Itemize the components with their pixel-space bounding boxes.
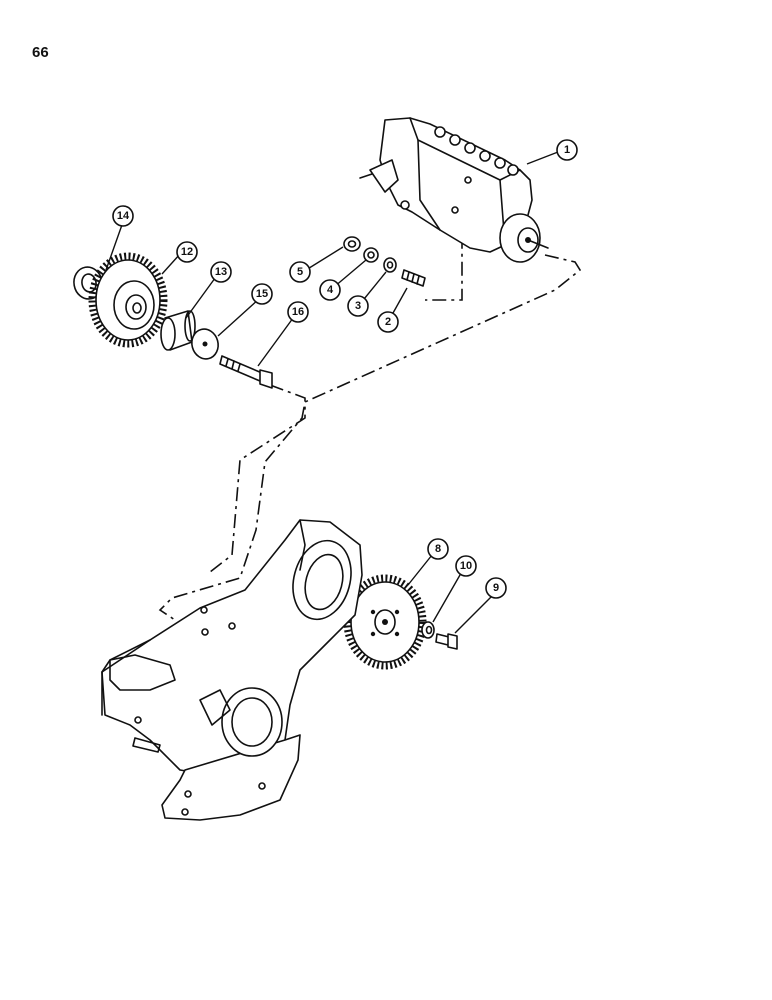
callout-5-label: 5 — [297, 266, 303, 278]
callout-2-label: 2 — [385, 316, 391, 328]
callout-8: 8 — [427, 538, 449, 560]
callout-1-label: 1 — [564, 144, 570, 156]
callout-12: 12 — [176, 241, 198, 263]
callout-12-label: 12 — [181, 246, 193, 258]
callout-3-label: 3 — [355, 300, 361, 312]
washer-10 — [421, 621, 435, 639]
pump-delivery-valves — [434, 126, 519, 176]
idler-gear-12 — [88, 252, 168, 348]
callout-5: 5 — [289, 261, 311, 283]
callout-3: 3 — [347, 295, 369, 317]
washer-15 — [191, 328, 219, 360]
callout-14: 14 — [112, 205, 134, 227]
pump-drive-flange — [499, 213, 549, 263]
bolt-16 — [219, 355, 273, 389]
callout-16: 16 — [287, 301, 309, 323]
injection-pump — [359, 117, 549, 263]
page-number: 66 — [32, 44, 49, 61]
callout-16-label: 16 — [292, 306, 304, 318]
callout-13: 13 — [210, 261, 232, 283]
callout-8-label: 8 — [435, 543, 441, 555]
washer-3 — [383, 257, 397, 273]
callout-13-label: 13 — [215, 266, 227, 278]
callout-14-label: 14 — [117, 210, 130, 222]
callout-10: 10 — [455, 555, 477, 577]
callout-4-label: 4 — [327, 284, 334, 296]
lockwasher-4 — [363, 247, 379, 263]
callout-9-label: 9 — [493, 582, 499, 594]
callout-10-label: 10 — [460, 560, 472, 572]
callout-9: 9 — [485, 577, 507, 599]
callout-2: 2 — [377, 311, 399, 333]
callout-15-label: 15 — [256, 288, 268, 300]
stud-2 — [401, 269, 426, 287]
callout-15: 15 — [251, 283, 273, 305]
callout-4: 4 — [319, 279, 341, 301]
bolt-9 — [435, 633, 458, 650]
idler-hub-13 — [160, 310, 196, 351]
nut-5 — [343, 236, 361, 252]
timing-gear-housing — [101, 519, 363, 821]
callout-1: 1 — [556, 139, 578, 161]
